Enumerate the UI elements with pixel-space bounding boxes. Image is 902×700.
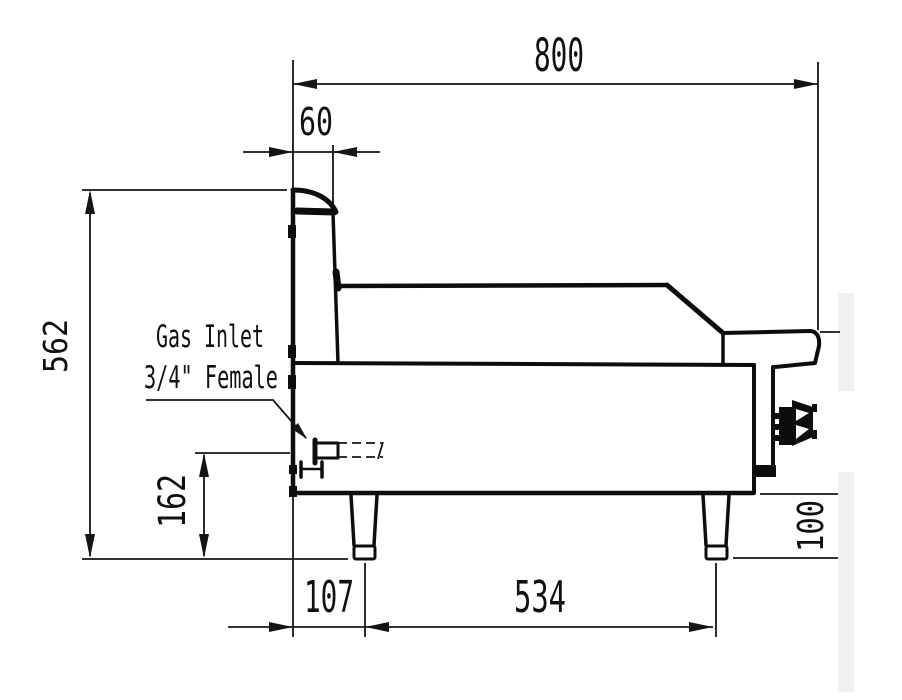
gas-inlet-note: Gas Inlet 3/4" Female [144, 319, 307, 439]
left-foot [352, 544, 377, 561]
fitting-body [313, 441, 340, 460]
right-leg-front-edge [724, 493, 731, 547]
left-leg-back-edge [349, 493, 356, 547]
knob-body [792, 400, 813, 446]
back-fastener-3 [288, 375, 296, 389]
griddle-top-surface [335, 282, 670, 289]
arrowhead [85, 534, 95, 558]
arrowhead [689, 622, 713, 632]
gas-inlet-fitting [299, 437, 384, 479]
knob-bezel [779, 407, 792, 445]
gas-inlet-note-line2: 3/4" Female [144, 360, 278, 396]
arrowhead [85, 190, 95, 214]
dimension-gas-inlet-height: 162 [151, 452, 290, 558]
knob-bezel-ridge-1 [774, 413, 779, 419]
dimension-gas-inlet-height-label: 162 [151, 474, 194, 528]
dimension-overall-height-label: 562 [36, 319, 75, 373]
dimension-bottom-row: 107 534 [228, 495, 717, 637]
right-leg-back-edge [701, 493, 708, 547]
knob-tab-top [812, 404, 817, 412]
backsplash-curve-underline [293, 207, 338, 216]
arrowhead [365, 622, 389, 632]
dimension-leg-spacing-label: 534 [514, 572, 566, 623]
hidden-pipe-end [377, 441, 384, 460]
scan-shadow-top [838, 293, 854, 391]
arrowhead [794, 79, 818, 89]
appliance-outline [288, 187, 822, 497]
arrowhead [199, 453, 209, 477]
scan-shadow-bottom [838, 472, 854, 692]
dimension-leg-height-label: 100 [791, 500, 832, 552]
leader-arrowhead [292, 423, 307, 439]
dimension-splash-thickness: 60 [243, 100, 380, 207]
knob-bezel-ridge-2 [774, 424, 779, 430]
dimension-overall-depth-label: 800 [534, 29, 584, 82]
arrowhead [333, 147, 357, 157]
dimension-front-leg-offset-label: 107 [304, 572, 354, 623]
back-fastener-2 [288, 345, 296, 358]
knob-highlight-2 [796, 425, 809, 439]
right-leg [701, 493, 731, 561]
knob-bezel-ridge-3 [774, 435, 779, 441]
control-knob [774, 400, 817, 446]
left-leg-front-edge [372, 493, 379, 547]
knob-tab-bottom [812, 430, 817, 439]
dimension-overall-depth: 800 [292, 29, 840, 333]
dimension-overall-height: 562 [36, 189, 348, 560]
back-fastener-1 [288, 225, 296, 238]
arrowhead [293, 79, 317, 89]
knob-highlight-1 [796, 409, 809, 421]
dimension-leg-height: 100 [733, 493, 838, 559]
arrowhead [269, 147, 293, 157]
back-fastener-4 [289, 465, 297, 474]
griddle-front-slope [664, 282, 726, 336]
arrowhead [199, 534, 209, 558]
front-lip [721, 329, 822, 369]
left-leg [349, 493, 379, 561]
arrowhead [269, 622, 293, 632]
back-fastener-5 [289, 486, 297, 497]
body-top-line [293, 361, 756, 367]
control-panel-bottom-step [752, 465, 776, 477]
right-foot [704, 544, 729, 561]
dimension-splash-thickness-label: 60 [299, 100, 333, 144]
gas-inlet-note-line1: Gas Inlet [156, 319, 264, 355]
gas-inlet-leader-line [146, 399, 307, 439]
